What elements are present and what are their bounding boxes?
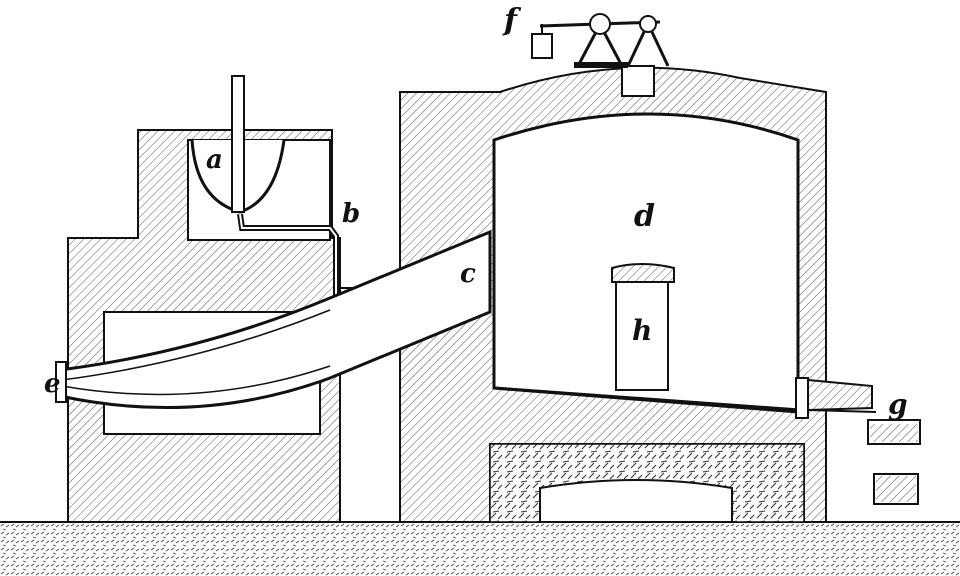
left-furnace <box>67 75 341 523</box>
right-furnace <box>399 66 827 523</box>
ground <box>0 522 960 576</box>
label-c: c <box>460 259 476 289</box>
flue-tube-inner <box>61 309 331 396</box>
label-e: e <box>44 369 61 399</box>
label-h: h <box>632 314 652 347</box>
label-a: a <box>206 145 223 175</box>
valve-f <box>531 13 670 97</box>
label-b: b <box>342 199 360 229</box>
label-d: d <box>634 199 655 234</box>
valve-weight <box>531 33 553 59</box>
chamber-d <box>492 112 800 414</box>
pillar-arch <box>611 263 675 283</box>
flue-tube-e <box>58 229 492 409</box>
foundation-arch <box>539 479 733 523</box>
outlet-g <box>795 377 921 505</box>
label-f: f <box>502 3 522 38</box>
chamber-floor <box>493 386 801 412</box>
vertical-rod <box>231 75 245 213</box>
label-g: g <box>888 388 908 421</box>
flue-end-flange <box>55 361 67 403</box>
